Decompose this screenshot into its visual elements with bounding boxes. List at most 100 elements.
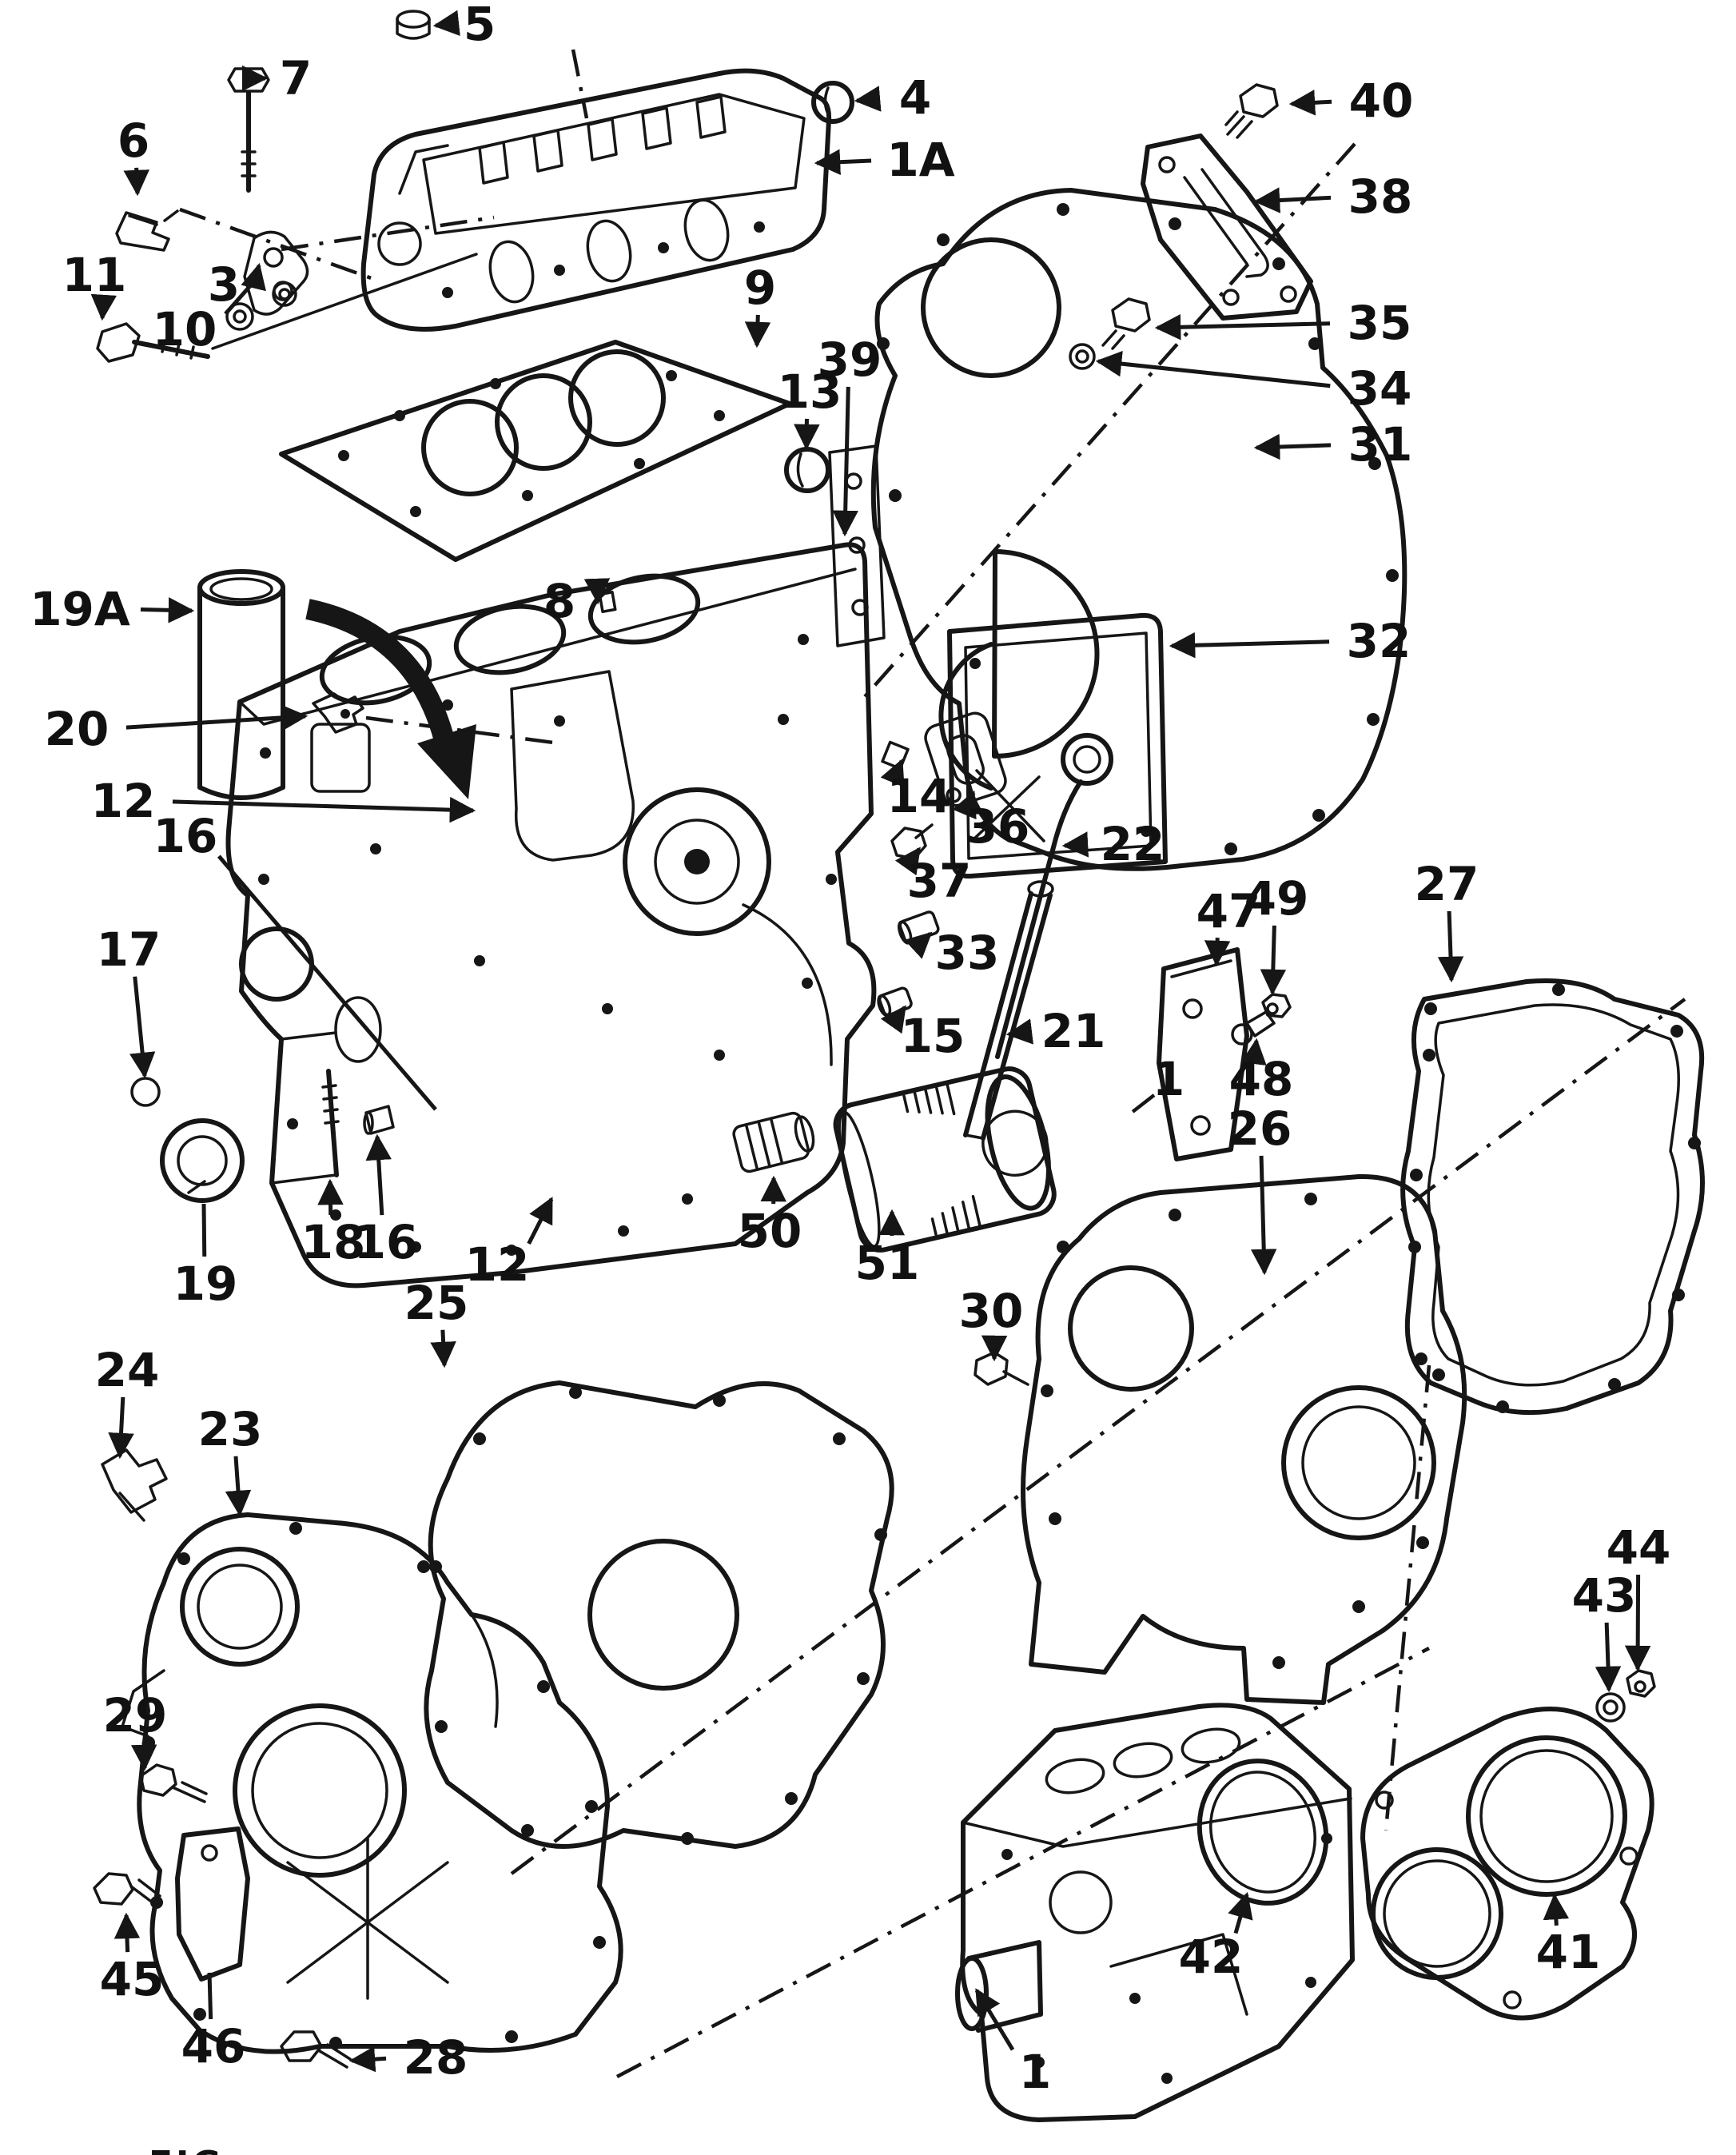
callout-number: 1 bbox=[1019, 2045, 1051, 2099]
callout-number: 19 bbox=[173, 1257, 238, 1311]
callout-44: 44 bbox=[1607, 1520, 1670, 1672]
callout-number: 8 bbox=[543, 574, 575, 628]
callout-number: 22 bbox=[1101, 817, 1165, 871]
callout-number: 1A bbox=[886, 133, 954, 187]
callout-14: 14 bbox=[880, 759, 952, 823]
leader-line bbox=[952, 791, 977, 820]
callout-17: 17 bbox=[97, 922, 161, 1079]
callout-number: 36 bbox=[966, 799, 1030, 854]
callout-22: 22 bbox=[1061, 817, 1165, 871]
pin-14-part bbox=[881, 740, 910, 771]
callout-number: 43 bbox=[1572, 1568, 1637, 1623]
callout-40: 40 bbox=[1288, 74, 1414, 128]
dipstick-tube-part bbox=[963, 880, 1054, 1141]
leader-line bbox=[894, 846, 922, 876]
centerline bbox=[365, 715, 560, 746]
cam-bearing-part bbox=[160, 1118, 245, 1203]
callout-13: 13 bbox=[778, 364, 842, 451]
dowel-16-part bbox=[363, 1105, 395, 1135]
callout-7: 7 bbox=[241, 51, 312, 106]
callout-49: 49 bbox=[1244, 871, 1308, 996]
callout-number: 18 bbox=[301, 1215, 366, 1269]
callout-41: 41 bbox=[1536, 1893, 1601, 1979]
leader-line bbox=[1169, 631, 1330, 659]
callout-number: 28 bbox=[404, 2030, 468, 2085]
leader-line bbox=[880, 759, 905, 788]
callout-1b: 1 bbox=[1153, 1052, 1185, 1106]
leader-line bbox=[1288, 90, 1332, 116]
callout-number: 33 bbox=[935, 926, 1000, 980]
callout-1: 1 bbox=[974, 1988, 1051, 2099]
callout-24: 24 bbox=[95, 1343, 159, 1460]
backing-plate-38-part bbox=[1141, 133, 1313, 321]
callout-15: 15 bbox=[880, 1005, 966, 1063]
callout-45: 45 bbox=[100, 1912, 165, 2006]
callout-36: 36 bbox=[952, 791, 1030, 854]
callout-51: 51 bbox=[855, 1209, 919, 1290]
callout-number: 31 bbox=[1348, 417, 1413, 472]
callout-number: 25 bbox=[404, 1276, 469, 1330]
callout-25: 25 bbox=[404, 1276, 469, 1368]
leader-line bbox=[365, 1133, 392, 1216]
leader-line bbox=[201, 1203, 207, 1257]
callout-18: 18 bbox=[301, 1178, 366, 1269]
callout-16a: 16 bbox=[153, 809, 437, 1111]
callout-number: 40 bbox=[1349, 74, 1414, 128]
cup-plug-13-part bbox=[784, 447, 830, 493]
leader-line bbox=[317, 1178, 344, 1216]
callout-number: 12 bbox=[465, 1237, 530, 1292]
leader-line bbox=[832, 386, 858, 537]
callout-5: 5 bbox=[432, 0, 496, 51]
callout-number: 9 bbox=[744, 261, 776, 315]
callout-number: 37 bbox=[907, 854, 972, 908]
callout-30: 30 bbox=[959, 1284, 1024, 1362]
centerline bbox=[615, 1647, 1431, 2078]
callout-19A: 19A bbox=[30, 582, 195, 636]
callout-50: 50 bbox=[738, 1175, 802, 1258]
callout-42: 42 bbox=[1179, 1891, 1253, 1984]
washer-43-part bbox=[1595, 1692, 1626, 1723]
callout-32: 32 bbox=[1169, 614, 1411, 668]
callout-19: 19 bbox=[173, 1203, 238, 1311]
callout-12b: 12 bbox=[465, 1197, 554, 1292]
insertion-arrow bbox=[305, 599, 476, 799]
figure-caption: FIG bbox=[149, 2144, 225, 2155]
oil-filter-part bbox=[833, 1066, 1057, 1253]
leader-line bbox=[1253, 187, 1332, 213]
sender-24-part bbox=[101, 1448, 168, 1522]
leader-line bbox=[172, 796, 476, 823]
callout-39: 39 bbox=[818, 333, 882, 537]
callout-number: 19A bbox=[30, 582, 130, 636]
callout-number: 17 bbox=[97, 922, 161, 977]
plug-17-part bbox=[130, 1077, 161, 1107]
callout-number: 45 bbox=[100, 1952, 165, 2006]
leader-line bbox=[1543, 1893, 1570, 1926]
callout-number: 30 bbox=[959, 1284, 1024, 1338]
callout-10: 10 bbox=[153, 280, 256, 357]
callout-number: 34 bbox=[1348, 361, 1412, 416]
leader-line bbox=[527, 1197, 554, 1245]
timing-gasket-drawing bbox=[1400, 978, 1705, 1416]
callout-8: 8 bbox=[543, 574, 611, 628]
callout-20: 20 bbox=[45, 702, 309, 756]
callout-number: 29 bbox=[103, 1688, 168, 1743]
callout-number: 41 bbox=[1536, 1925, 1601, 1979]
leader-line bbox=[1437, 910, 1464, 983]
callout-number: 23 bbox=[198, 1402, 263, 1456]
seal-retainer-drawing bbox=[938, 612, 1168, 879]
leader-line bbox=[217, 854, 437, 1111]
sender-20-part bbox=[312, 692, 364, 734]
centerline bbox=[571, 49, 589, 119]
centerline bbox=[179, 207, 376, 282]
callout-number: 15 bbox=[901, 1009, 966, 1063]
leader-line bbox=[1595, 1622, 1622, 1693]
callout-46: 46 bbox=[181, 1972, 245, 2073]
callout-34: 34 bbox=[1095, 350, 1412, 416]
stud-48-part bbox=[1231, 1010, 1276, 1046]
valve-cap-part bbox=[396, 10, 431, 40]
leader-line bbox=[1250, 1155, 1277, 1276]
callout-number: 26 bbox=[1228, 1101, 1292, 1156]
callout-number: 14 bbox=[887, 769, 952, 823]
